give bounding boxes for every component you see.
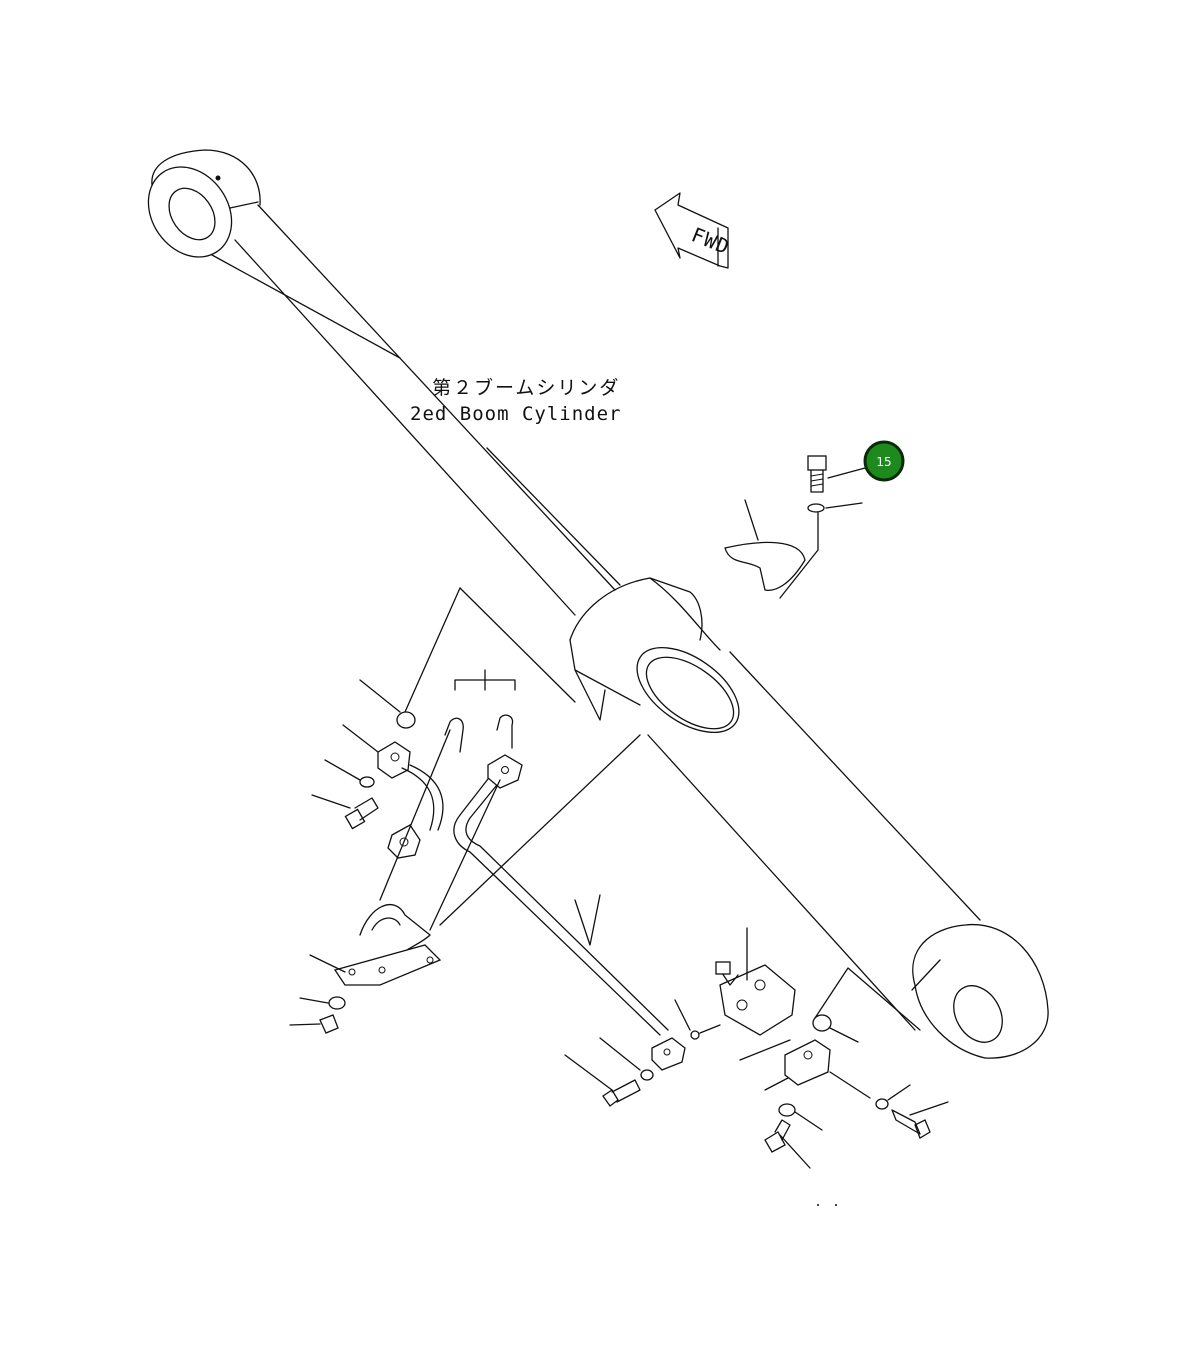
bolt-washer-group	[779, 455, 866, 599]
diagram-title-en: 2ed Boom Cylinder	[410, 403, 621, 425]
bottom-fittings	[564, 927, 949, 1206]
diagram-title-jp: 第２ブームシリンダ	[432, 376, 620, 399]
left-piping-assembly	[289, 587, 669, 1036]
callout-15[interactable]: 15	[863, 440, 905, 482]
callout-15-badge[interactable]	[863, 440, 905, 482]
forward-arrow-icon	[654, 192, 729, 269]
boom-cylinder	[147, 149, 1049, 1059]
band-clamp	[724, 499, 806, 591]
callout-15-label[interactable]: 15	[876, 455, 891, 469]
